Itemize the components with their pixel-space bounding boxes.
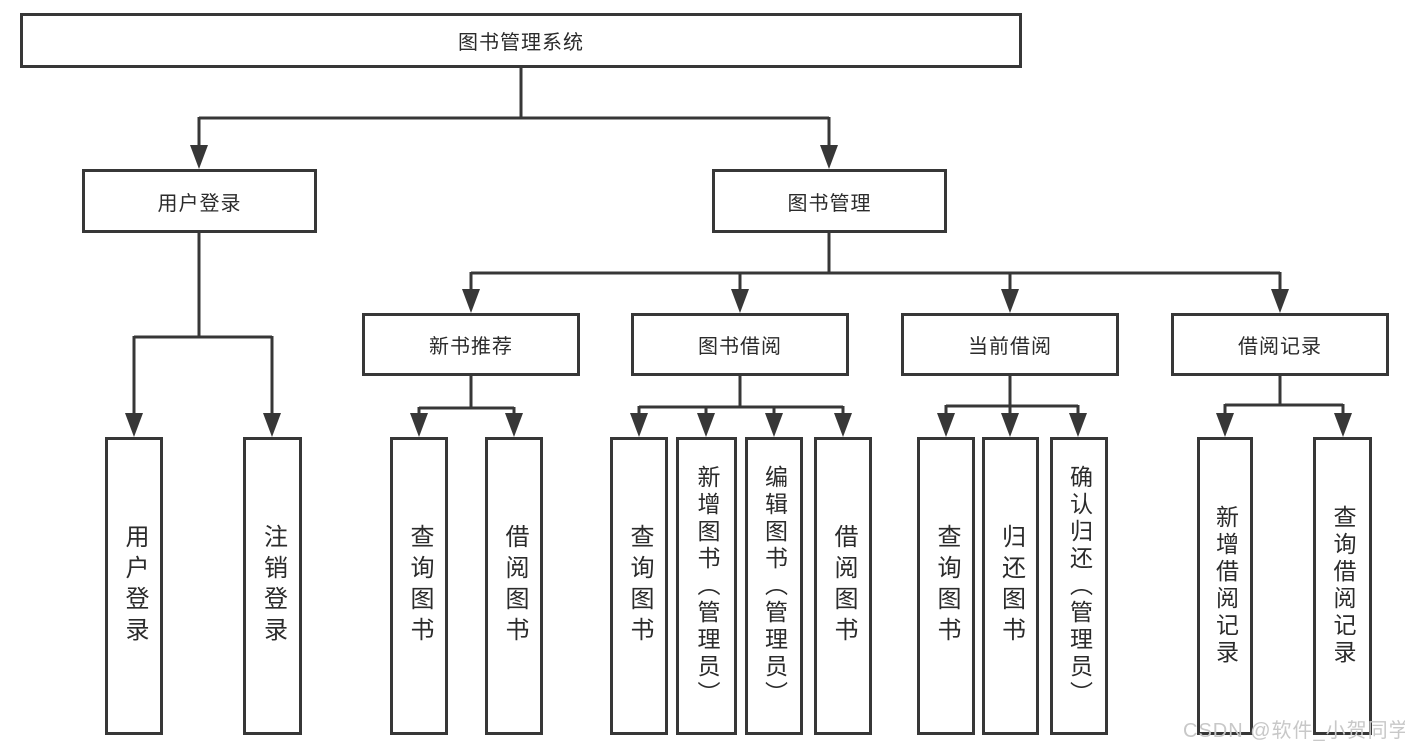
node-current-borrow-label: 当前借阅 xyxy=(968,336,1052,358)
node-borrow-records-label: 借阅记录 xyxy=(1238,336,1322,358)
leaf-query-book-recommend: 查询图书 xyxy=(390,437,448,735)
node-root-label: 图书管理系统 xyxy=(458,32,584,54)
leaf-query-borrow-record: 查询借阅记录 xyxy=(1313,437,1372,735)
node-user-login-label: 用户登录 xyxy=(157,192,242,215)
leaf-return-book: 归还图书 xyxy=(982,437,1039,735)
leaf-add-borrow-record: 新增借阅记录 xyxy=(1197,437,1253,735)
node-root-system: 图书管理系统 xyxy=(20,13,1022,68)
leaf-query-book-current: 查询图书 xyxy=(917,437,975,735)
node-book-borrow: 图书借阅 xyxy=(631,313,849,376)
watermark: CSDN @软件_小贺同学 xyxy=(1183,720,1405,742)
node-book-borrow-label: 图书借阅 xyxy=(698,336,782,358)
node-user-login: 用户登录 xyxy=(82,169,317,233)
leaf-user-login: 用户登录 xyxy=(105,437,163,735)
node-book-management: 图书管理 xyxy=(712,169,947,233)
node-new-book-recommend-label: 新书推荐 xyxy=(429,336,513,358)
leaf-edit-book-admin: 编辑图书（管理员） xyxy=(745,437,803,735)
node-current-borrow: 当前借阅 xyxy=(901,313,1119,376)
node-book-management-label: 图书管理 xyxy=(787,192,872,215)
leaf-logout-login: 注销登录 xyxy=(243,437,302,735)
leaf-borrow-book-recommend: 借阅图书 xyxy=(485,437,543,735)
leaf-confirm-return-admin: 确认归还（管理员） xyxy=(1050,437,1108,735)
leaf-add-book-admin: 新增图书（管理员） xyxy=(676,437,737,735)
node-new-book-recommend: 新书推荐 xyxy=(362,313,580,376)
leaf-borrow-book: 借阅图书 xyxy=(814,437,872,735)
arrowhead-icons xyxy=(125,145,1352,437)
leaf-query-book-borrow: 查询图书 xyxy=(610,437,668,735)
node-borrow-records: 借阅记录 xyxy=(1171,313,1389,376)
